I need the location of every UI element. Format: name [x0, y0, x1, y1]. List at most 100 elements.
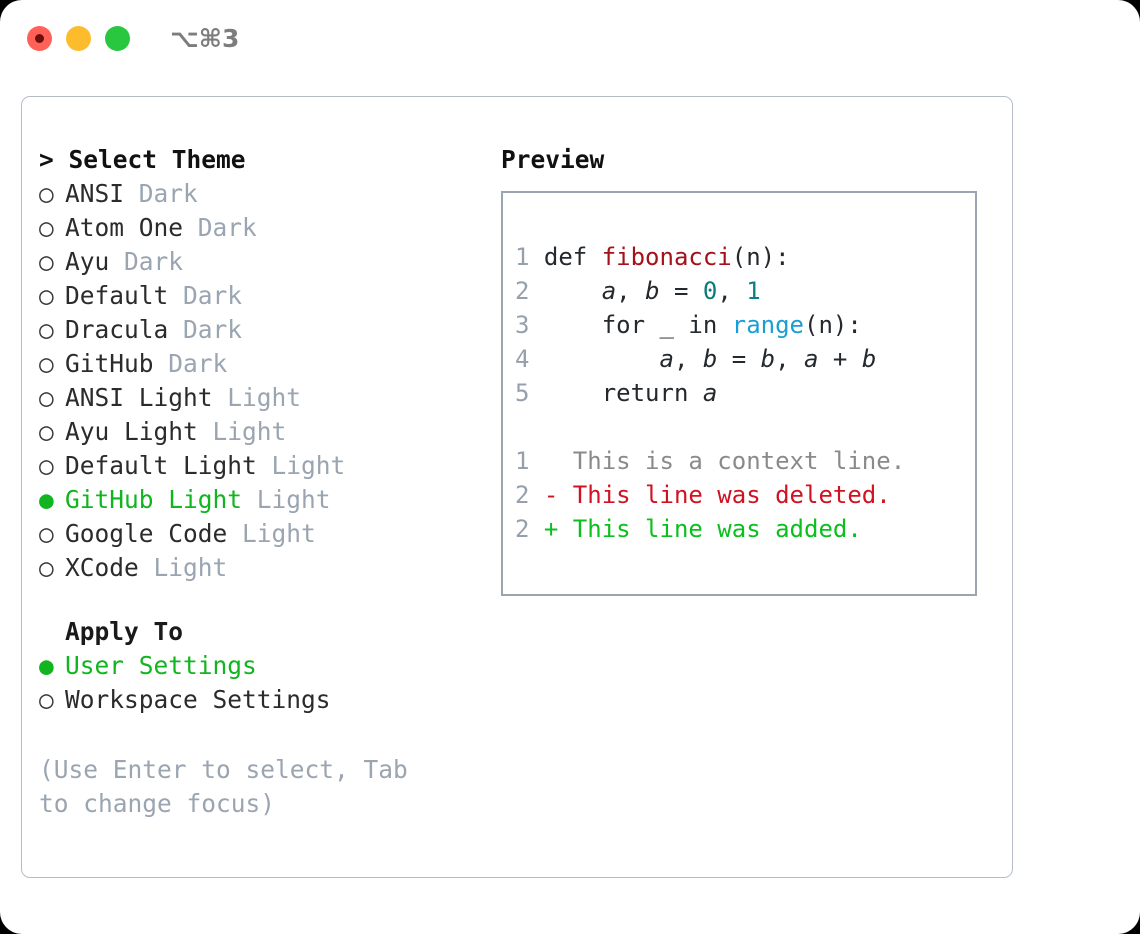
- apply-to-list[interactable]: ● User Settings ○ Workspace Settings: [39, 649, 479, 717]
- theme-item-label: Ayu Light: [65, 417, 198, 446]
- theme-list-item[interactable]: ○ANSI Dark: [39, 177, 479, 211]
- diff-line: 2 + This line was added.: [515, 512, 969, 546]
- theme-item-label: Ayu: [65, 247, 110, 276]
- close-window-button[interactable]: [27, 26, 52, 51]
- theme-list-item[interactable]: ○Google Code Light: [39, 517, 479, 551]
- diff-line: 2 - This line was deleted.: [515, 478, 969, 512]
- maximize-window-button[interactable]: [105, 26, 130, 51]
- theme-item-category: Dark: [168, 281, 243, 310]
- radio-unselected-icon[interactable]: ○: [39, 383, 54, 412]
- theme-item-category: Light: [212, 383, 302, 412]
- theme-item-category: Dark: [124, 179, 198, 208]
- radio-unselected-icon[interactable]: ○: [39, 349, 54, 378]
- theme-item-label: Dracula: [65, 315, 169, 344]
- main-panel: > Select Theme ○ANSI Dark○Atom One Dark○…: [21, 96, 1013, 878]
- theme-item-label: GitHub Light: [65, 485, 243, 514]
- radio-unselected-icon[interactable]: ○: [39, 519, 54, 548]
- theme-list-item[interactable]: ● GitHub Light Light: [39, 483, 479, 517]
- code-token: def: [543, 243, 602, 271]
- theme-item-category: Light: [138, 553, 228, 582]
- theme-list-item[interactable]: ○Atom One Dark: [39, 211, 479, 245]
- apply-to-item[interactable]: ○ Workspace Settings: [39, 683, 479, 717]
- theme-list[interactable]: ○ANSI Dark○Atom One Dark○Ayu Dark○Defaul…: [39, 177, 479, 585]
- code-token: [544, 345, 660, 373]
- keyboard-hint-text: (Use Enter to select, Tab to change focu…: [39, 755, 408, 818]
- code-token: a: [804, 345, 819, 373]
- code-token: +: [818, 345, 862, 373]
- diff-text: - This line was deleted.: [543, 481, 891, 509]
- theme-list-item[interactable]: ○GitHub Dark: [39, 347, 479, 381]
- theme-item-category: Dark: [109, 247, 184, 276]
- apply-to-item[interactable]: ● User Settings: [39, 649, 479, 683]
- code-token: b: [760, 345, 776, 373]
- diff-line: 1 This is a context line.: [515, 444, 969, 478]
- code-line: 1 def fibonacci(n):: [515, 240, 969, 274]
- radio-unselected-icon[interactable]: ○: [39, 553, 54, 582]
- theme-list-item[interactable]: ○ Ayu Dark: [39, 245, 479, 279]
- radio-selected-icon[interactable]: ●: [39, 651, 54, 680]
- radio-unselected-icon[interactable]: ○: [39, 213, 54, 242]
- minimize-window-button[interactable]: [66, 26, 91, 51]
- radio-unselected-icon[interactable]: ○: [39, 281, 54, 310]
- line-number: 2: [515, 481, 544, 509]
- apply-to-heading: Apply To: [65, 617, 184, 646]
- diff-lines: 1 This is a context line.2 - This line w…: [515, 444, 969, 546]
- code-token: ,: [616, 277, 646, 305]
- diff-text: This is a context line.: [543, 447, 906, 475]
- code-token: =: [717, 345, 761, 373]
- apply-to-label: User Settings: [65, 651, 257, 680]
- theme-item-category: Light: [256, 451, 346, 480]
- line-number: 2: [515, 277, 544, 305]
- radio-unselected-icon[interactable]: ○: [39, 417, 54, 446]
- code-token: =: [659, 277, 703, 305]
- code-token: ,: [775, 345, 805, 373]
- radio-unselected-icon[interactable]: ○: [39, 685, 54, 714]
- radio-unselected-icon[interactable]: ○: [39, 179, 54, 208]
- theme-list-item[interactable]: ○ Dracula Dark: [39, 313, 479, 347]
- code-token: ,: [673, 345, 703, 373]
- code-token: b: [861, 345, 877, 373]
- code-line: 5 return a: [515, 376, 969, 410]
- theme-list-item[interactable]: ○ ANSI Light Light: [39, 381, 479, 415]
- select-theme-heading: > Select Theme: [39, 145, 246, 174]
- line-number: 4: [515, 345, 544, 373]
- line-number: 5: [515, 379, 544, 407]
- theme-list-item[interactable]: ○ Default Dark: [39, 279, 479, 313]
- theme-item-label: Default Light: [65, 451, 257, 480]
- preview-column: Preview 1 def fibonacci(n):2 a, b = 0, 1…: [501, 143, 977, 596]
- code-token: (n):: [804, 311, 862, 339]
- title-bar: ⌥⌘3: [0, 0, 1140, 78]
- code-token: range: [731, 311, 804, 339]
- theme-item-category: Dark: [168, 315, 243, 344]
- radio-unselected-icon[interactable]: ○: [39, 247, 54, 276]
- theme-item-category: Light: [242, 485, 331, 514]
- code-line: 3 for _ in range(n):: [515, 308, 969, 342]
- code-token: for _ in: [543, 311, 732, 339]
- line-number: 3: [515, 311, 544, 339]
- code-token: return: [543, 379, 703, 407]
- theme-item-label: XCode: [65, 553, 139, 582]
- theme-item-label: Atom One: [65, 213, 184, 242]
- code-diff-spacer: [515, 410, 969, 444]
- code-line: 4 a, b = b, a + b: [515, 342, 969, 376]
- theme-item-label: ANSI Light: [65, 383, 213, 412]
- radio-selected-icon[interactable]: ●: [39, 485, 54, 514]
- theme-item-label: Default: [65, 281, 169, 310]
- theme-list-item[interactable]: ○ Ayu Light Light: [39, 415, 479, 449]
- theme-item-label: GitHub: [65, 349, 154, 378]
- radio-unselected-icon[interactable]: ○: [39, 451, 54, 480]
- theme-list-item[interactable]: ○ Default Light Light: [39, 449, 479, 483]
- diff-text: + This line was added.: [543, 515, 862, 543]
- code-token: (n):: [731, 243, 790, 271]
- theme-item-category: Light: [197, 417, 287, 446]
- preview-heading: Preview: [501, 145, 605, 174]
- radio-unselected-icon[interactable]: ○: [39, 315, 54, 344]
- theme-list-item[interactable]: ○ XCode Light: [39, 551, 479, 585]
- apply-to-label: Workspace Settings: [65, 685, 331, 714]
- code-token: b: [702, 345, 718, 373]
- keyboard-shortcut-label: ⌥⌘3: [170, 24, 240, 53]
